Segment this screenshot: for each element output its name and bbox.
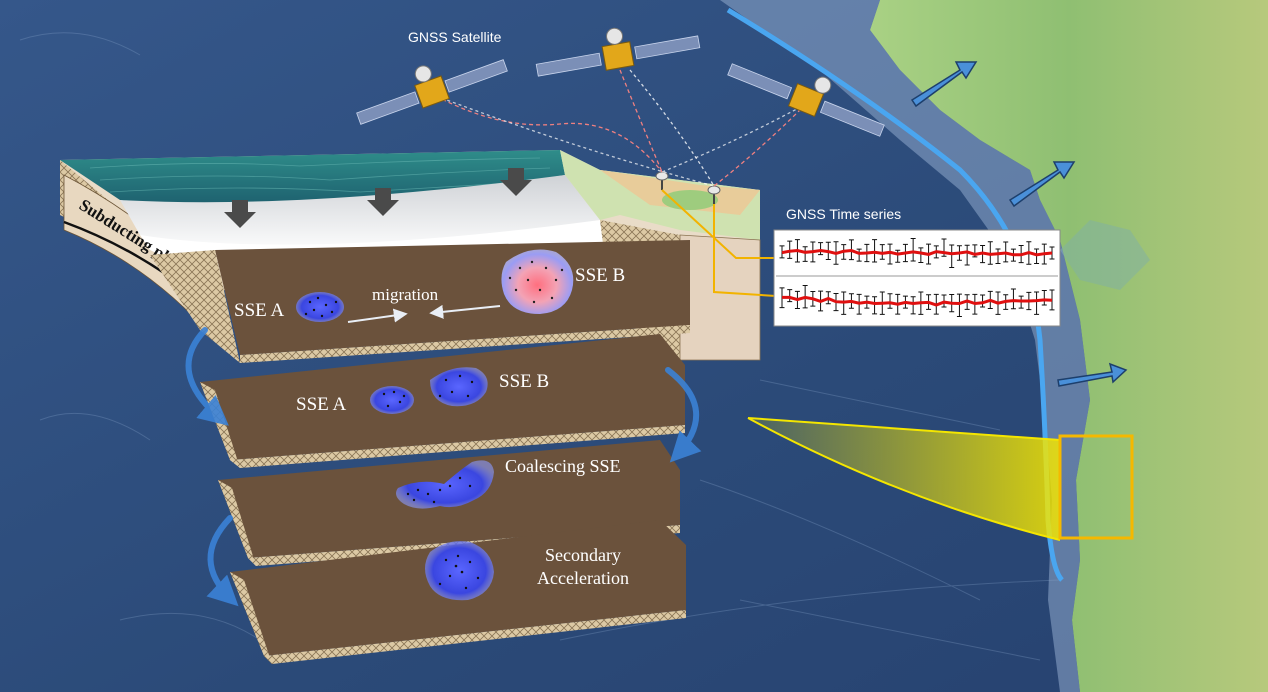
- plate-arrow-1: [910, 61, 978, 108]
- secondary-acceleration-sse: [425, 541, 494, 601]
- subsidence-arrow-1: [224, 200, 256, 228]
- error-bar: [918, 247, 924, 263]
- error-bar: [887, 243, 893, 265]
- subsidence-arrows: [224, 168, 532, 228]
- slab-layer-2-edge: [230, 425, 685, 468]
- sse-b-label-1: SSE B: [575, 265, 625, 286]
- slab-layer-2: SSE A SSE B: [200, 334, 685, 468]
- study-area-box: [1058, 434, 1134, 540]
- coastal-vegetation: [662, 190, 718, 210]
- secondary-label: Secondary: [545, 545, 621, 565]
- plate-arrow-3: [1057, 362, 1128, 387]
- error-bar: [856, 248, 862, 262]
- sse-a-layer-2-tremors: [382, 390, 406, 408]
- slab-layer-4: Secondary Acceleration: [230, 520, 686, 664]
- sse-a-layer-2: [370, 386, 414, 414]
- error-bar: [787, 289, 793, 303]
- slab-layer-4-left-edge: [230, 572, 272, 664]
- slab-layer-1-edge: [240, 325, 690, 363]
- error-bar: [964, 244, 970, 266]
- error-bar: [1010, 288, 1016, 310]
- sse-b-layer-1: [501, 249, 574, 314]
- station-connector-1: [661, 189, 776, 259]
- gnss-satellite-label: GNSS Satellite: [408, 29, 502, 45]
- acceleration-label: Acceleration: [537, 568, 629, 588]
- inland-water: [1060, 220, 1150, 290]
- coalescing-sse-tremors: [406, 476, 472, 504]
- error-bar: [910, 296, 916, 315]
- migration-arrow-left: [429, 304, 501, 319]
- slab-layer-4-edge: [264, 610, 686, 664]
- plate-motion-arrows: [910, 61, 1128, 387]
- gnss-satellites: [356, 27, 885, 137]
- transition-arrows: [185, 327, 702, 607]
- sse-a-layer-1: [296, 292, 344, 322]
- sse-b-layer-2: [430, 367, 488, 407]
- slab-layer-1: SSE A migration SSE B: [150, 240, 690, 363]
- trend-line: [782, 295, 1053, 307]
- transition-arrow-2: [665, 367, 702, 463]
- gnss-satellite-3: [727, 63, 885, 137]
- error-bar: [802, 246, 808, 262]
- land-mass: [870, 0, 1268, 692]
- subsidence-arrow-3: [500, 168, 532, 196]
- continental-shelf: [720, 0, 1090, 692]
- zoom-beam: [748, 418, 1060, 540]
- error-bar: [872, 296, 878, 315]
- error-bar: [910, 238, 916, 262]
- coalescing-sse-label: Coalescing SSE: [505, 456, 621, 476]
- error-bar: [895, 249, 901, 263]
- error-bar: [1041, 289, 1047, 306]
- gnss-time-series-panel: [773, 229, 1061, 327]
- error-bar: [887, 293, 893, 309]
- slab-layer-3-left-edge: [218, 480, 256, 566]
- error-bar: [818, 242, 824, 256]
- transition-arrow-3: [206, 515, 239, 607]
- trend-line: [781, 248, 1053, 257]
- gnss-satellite-2: [535, 27, 701, 77]
- sse-a-layer-1-tremors: [304, 296, 338, 318]
- sse-a-label-2: SSE A: [296, 394, 346, 415]
- migration-arrow-right: [347, 308, 408, 323]
- sse-b-layer-1-tremors: [508, 260, 564, 304]
- secondary-acceleration-tremors: [438, 554, 480, 590]
- transition-arrow-1: [185, 327, 229, 426]
- time-series-plot: [779, 238, 1055, 318]
- sse-a-label-1: SSE A: [234, 300, 284, 321]
- error-bar: [1034, 291, 1040, 315]
- time-series-background: [773, 229, 1061, 327]
- gnss-time-series-label: GNSS Time series: [786, 206, 901, 222]
- error-bar: [980, 294, 986, 308]
- zoom-beam-edge-bottom: [747, 417, 1061, 541]
- sse-b-label-2: SSE B: [499, 371, 549, 392]
- sse-b-layer-2-tremors: [438, 374, 474, 398]
- station-connector-2: [713, 204, 777, 297]
- error-bar: [956, 293, 962, 318]
- satellite-signals: [435, 69, 807, 187]
- error-bar: [949, 244, 955, 268]
- plate-arrow-2: [1008, 161, 1076, 208]
- error-bar: [995, 248, 1001, 265]
- slab-layer-1-left-edge: [150, 250, 240, 363]
- zoom-beam-edge-top: [747, 417, 1061, 441]
- coalescing-sse: [396, 460, 494, 509]
- migration-label: migration: [372, 285, 439, 304]
- gnss-satellite-1: [356, 59, 508, 125]
- block-right-face: [679, 234, 761, 361]
- seafloor-texture: [19, 32, 1061, 661]
- subsidence-arrow-2: [367, 188, 399, 216]
- gnss-station-2: [707, 185, 721, 204]
- slab-layer-1-top: [215, 240, 690, 355]
